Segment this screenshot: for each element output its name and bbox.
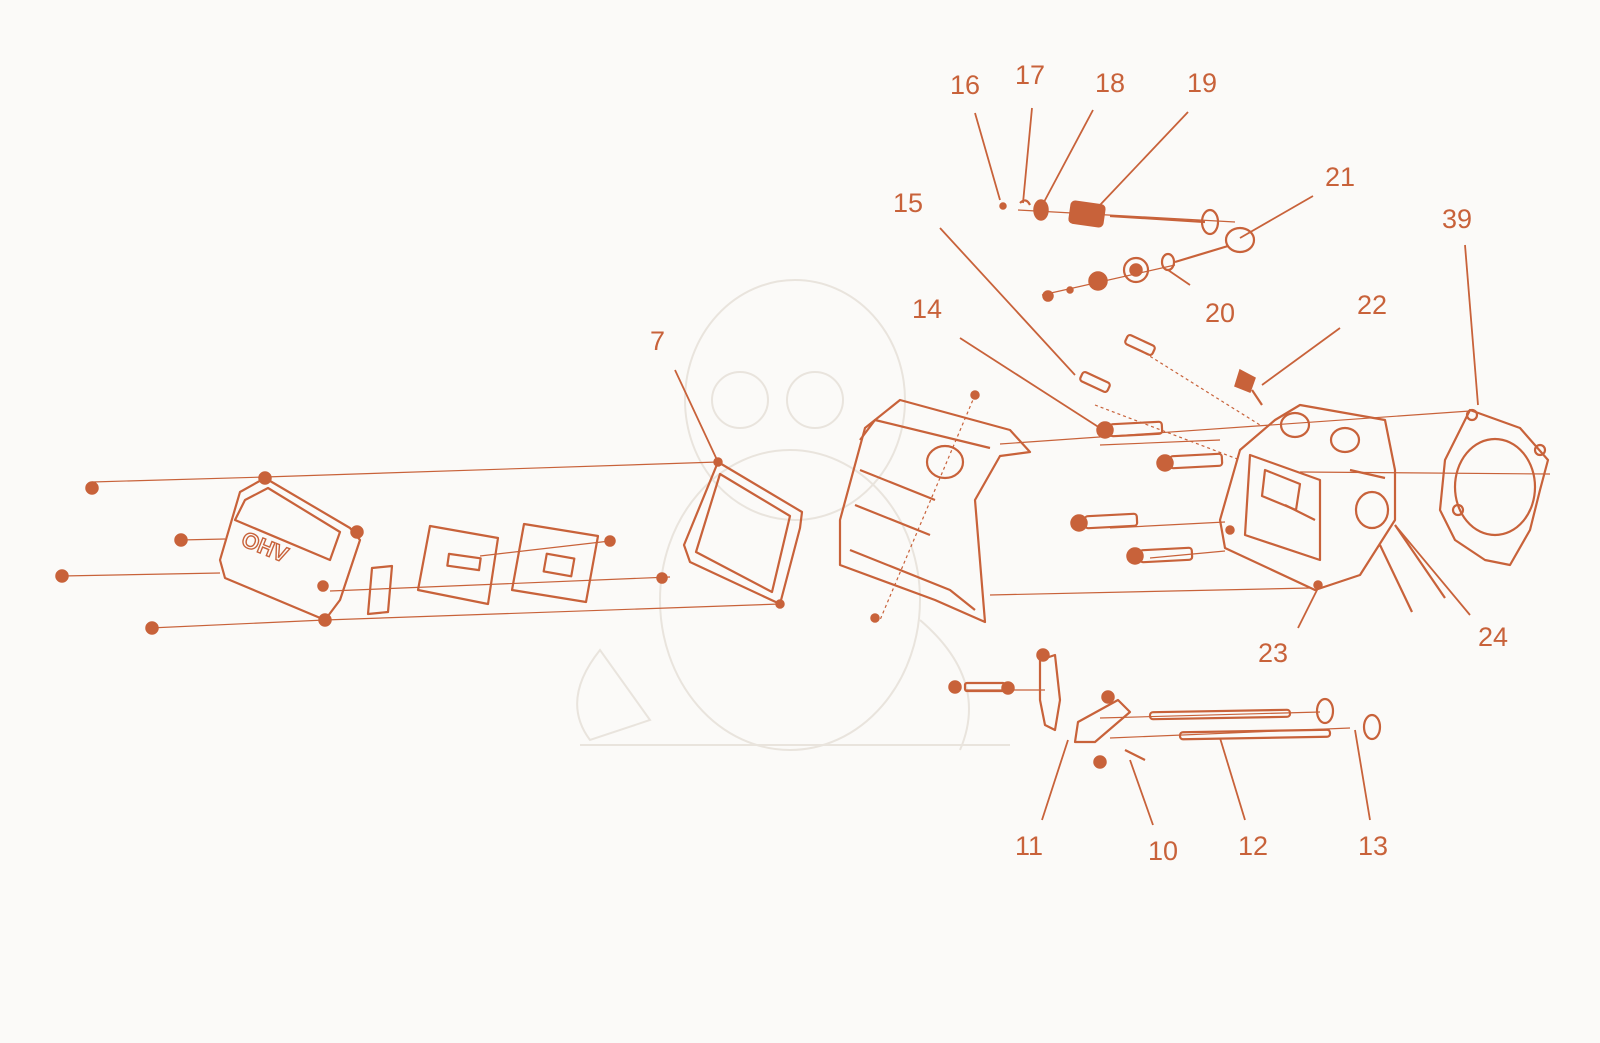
head-gasket: [1438, 408, 1550, 567]
valve-cover: OHV: [218, 471, 364, 627]
callout-16: 16: [950, 70, 980, 100]
callout-labels: 16 17 18 19 21 15 39 14 22 20 7 23 24 11…: [650, 60, 1508, 866]
callout-10: 10: [1148, 836, 1178, 866]
callout-18: 18: [1095, 68, 1125, 98]
callout-22: 22: [1357, 290, 1387, 320]
callout-23: 23: [1258, 638, 1288, 668]
alignment-lines: [61, 209, 1551, 739]
callout-13: 13: [1358, 831, 1388, 861]
callout-39: 39: [1442, 204, 1472, 234]
callout-14: 14: [912, 294, 942, 324]
callout-7: 7: [650, 326, 665, 356]
dowel-pins: [1079, 334, 1156, 393]
breather-parts: [366, 522, 668, 616]
callout-19: 19: [1187, 68, 1217, 98]
watermark-mascot: [576, 279, 1010, 751]
cylinder-head-shroud: [838, 390, 1032, 624]
callout-21: 21: [1325, 162, 1355, 192]
callout-11: 11: [1015, 831, 1043, 861]
valve-cover-gasket: [682, 457, 804, 609]
callout-leaders: [674, 107, 1479, 826]
callout-20: 20: [1205, 298, 1235, 328]
cylinder-head: [1218, 403, 1446, 613]
callout-15: 15: [893, 188, 923, 218]
cover-bolts: [55, 481, 188, 635]
valve-assembly: [999, 199, 1256, 302]
callout-17: 17: [1015, 60, 1045, 90]
spark-plug: [1234, 368, 1263, 406]
svg-text:OHV: OHV: [238, 526, 292, 567]
callout-12: 12: [1238, 831, 1268, 861]
callout-24: 24: [1478, 622, 1508, 652]
rocker-arm-assembly: [948, 648, 1382, 769]
head-bolts: [1070, 420, 1224, 565]
